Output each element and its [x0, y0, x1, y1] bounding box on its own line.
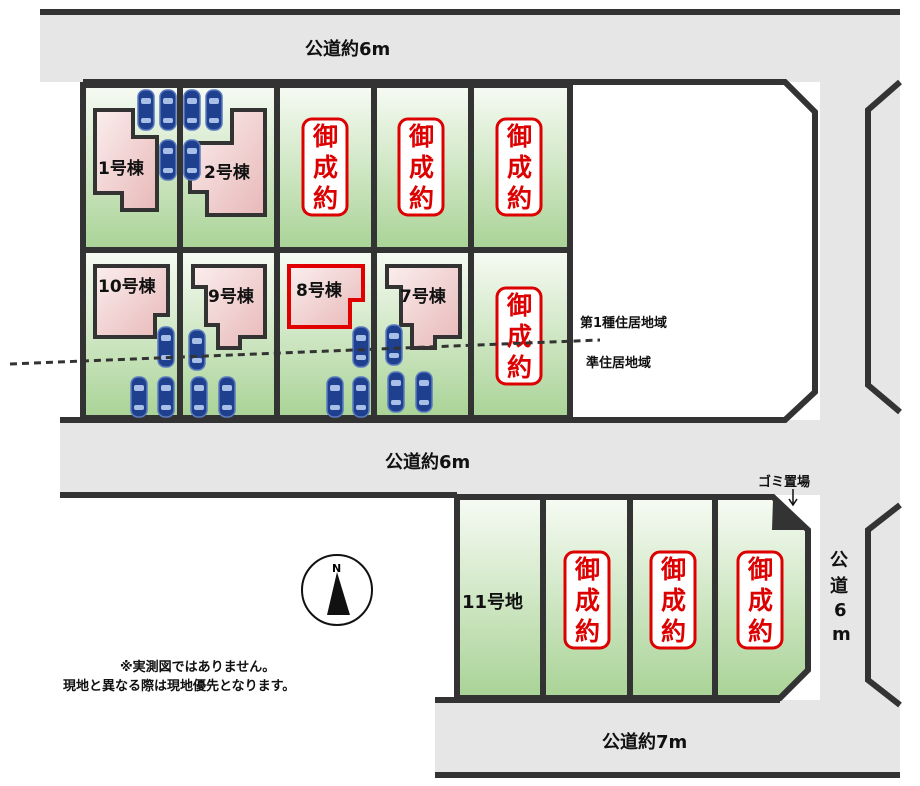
svg-text:御: 御 — [312, 122, 338, 151]
house-10 — [93, 264, 170, 339]
road-right-label: 公 道 6 m — [830, 550, 851, 645]
sold-mark: 御 成 約 — [649, 550, 697, 650]
house-2 — [188, 108, 267, 217]
sold-mark: 御 成 約 — [301, 117, 349, 217]
sold-mark: 御 成 約 — [495, 117, 543, 217]
house-10-label: 10号棟 — [98, 276, 157, 297]
svg-text:約: 約 — [507, 353, 532, 382]
svg-text:成: 成 — [661, 586, 686, 615]
svg-text:約: 約 — [507, 184, 532, 213]
house-8 — [287, 264, 365, 329]
sold-mark: 御 成 約 — [736, 550, 784, 650]
svg-text:御: 御 — [660, 555, 686, 584]
north-compass-icon: N — [301, 554, 373, 626]
svg-text:御: 御 — [574, 555, 600, 584]
lot-11-label: 11号地 — [462, 591, 523, 613]
house-9 — [191, 264, 267, 350]
svg-text:御: 御 — [408, 122, 434, 151]
house-7-label: 7号棟 — [400, 286, 447, 307]
roads — [40, 9, 902, 778]
house-9-label: 9号棟 — [208, 286, 255, 307]
disclaimer-line-2: 現地と異なる際は現地優先となります。 — [63, 678, 295, 694]
svg-text:成: 成 — [409, 153, 434, 182]
svg-text:m: m — [832, 624, 851, 645]
house-1 — [93, 108, 159, 212]
zone-upper-label: 第1種住居地域 — [580, 315, 667, 331]
svg-text:約: 約 — [661, 617, 686, 646]
svg-text:約: 約 — [748, 617, 773, 646]
svg-text:約: 約 — [313, 184, 338, 213]
svg-text:道: 道 — [830, 575, 848, 597]
road-middle-label: 公道約6m — [385, 451, 470, 473]
svg-text:御: 御 — [506, 122, 532, 151]
house-1-label: 1号棟 — [98, 158, 145, 179]
zoning-boundary-line — [9, 338, 601, 366]
disclaimer-line-1: ※実測図ではありません。 — [120, 659, 275, 675]
svg-text:御: 御 — [747, 555, 773, 584]
arrow-down-icon — [788, 489, 798, 507]
garbage-area — [772, 500, 805, 530]
upper-block — [60, 79, 818, 423]
sold-mark: 御 成 約 — [495, 286, 543, 386]
house-8-label: 8号棟 — [296, 280, 343, 301]
sold-mark: 御 成 約 — [563, 550, 611, 650]
svg-text:成: 成 — [507, 153, 532, 182]
svg-text:約: 約 — [575, 617, 600, 646]
garbage-label: ゴミ置場 — [758, 474, 810, 490]
house-2-label: 2号棟 — [204, 162, 251, 183]
svg-text:成: 成 — [748, 586, 773, 615]
sold-mark: 御 成 約 — [397, 117, 445, 217]
svg-text:成: 成 — [313, 153, 338, 182]
svg-text:成: 成 — [507, 322, 532, 351]
svg-text:公: 公 — [830, 550, 848, 571]
zone-lower-label: 準住居地域 — [586, 355, 651, 371]
svg-text:N: N — [332, 562, 341, 575]
svg-text:御: 御 — [506, 291, 532, 320]
svg-text:成: 成 — [575, 586, 600, 615]
road-bottom-label: 公道約7m — [602, 731, 687, 753]
road-top-label: 公道約6m — [305, 38, 390, 60]
svg-text:約: 約 — [409, 184, 434, 213]
svg-text:6: 6 — [834, 600, 847, 621]
